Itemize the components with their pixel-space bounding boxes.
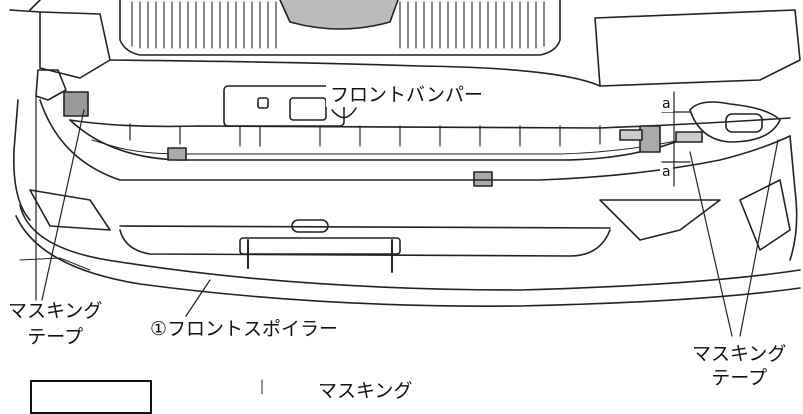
masking-tape-left-line2: テープ: [27, 326, 84, 348]
masking-tape-right-label: マスキング テープ: [692, 342, 786, 390]
masking-tape-right-line1: マスキング: [692, 343, 787, 365]
front-spoiler-outline: [19, 204, 801, 291]
masking-tape-left-label: マスキング テープ: [8, 298, 102, 350]
masking-bottom-label: マスキング: [318, 380, 413, 402]
bumper-band: [69, 117, 791, 129]
masking-tape-left-line1: マスキング: [8, 300, 103, 322]
bumper-illustration: [9, 0, 801, 394]
dimension-a-top: a: [660, 96, 673, 112]
front-spoiler-label: ①フロントスポイラー: [150, 318, 339, 340]
grille: [119, 0, 561, 56]
front-bumper-label: フロントバンパー: [326, 80, 487, 107]
dimension-a-bottom: a: [660, 164, 673, 180]
masking-tape-right-line2: テープ: [711, 367, 768, 389]
detail-box: [30, 380, 152, 414]
bumper-top-outline: [29, 0, 111, 79]
